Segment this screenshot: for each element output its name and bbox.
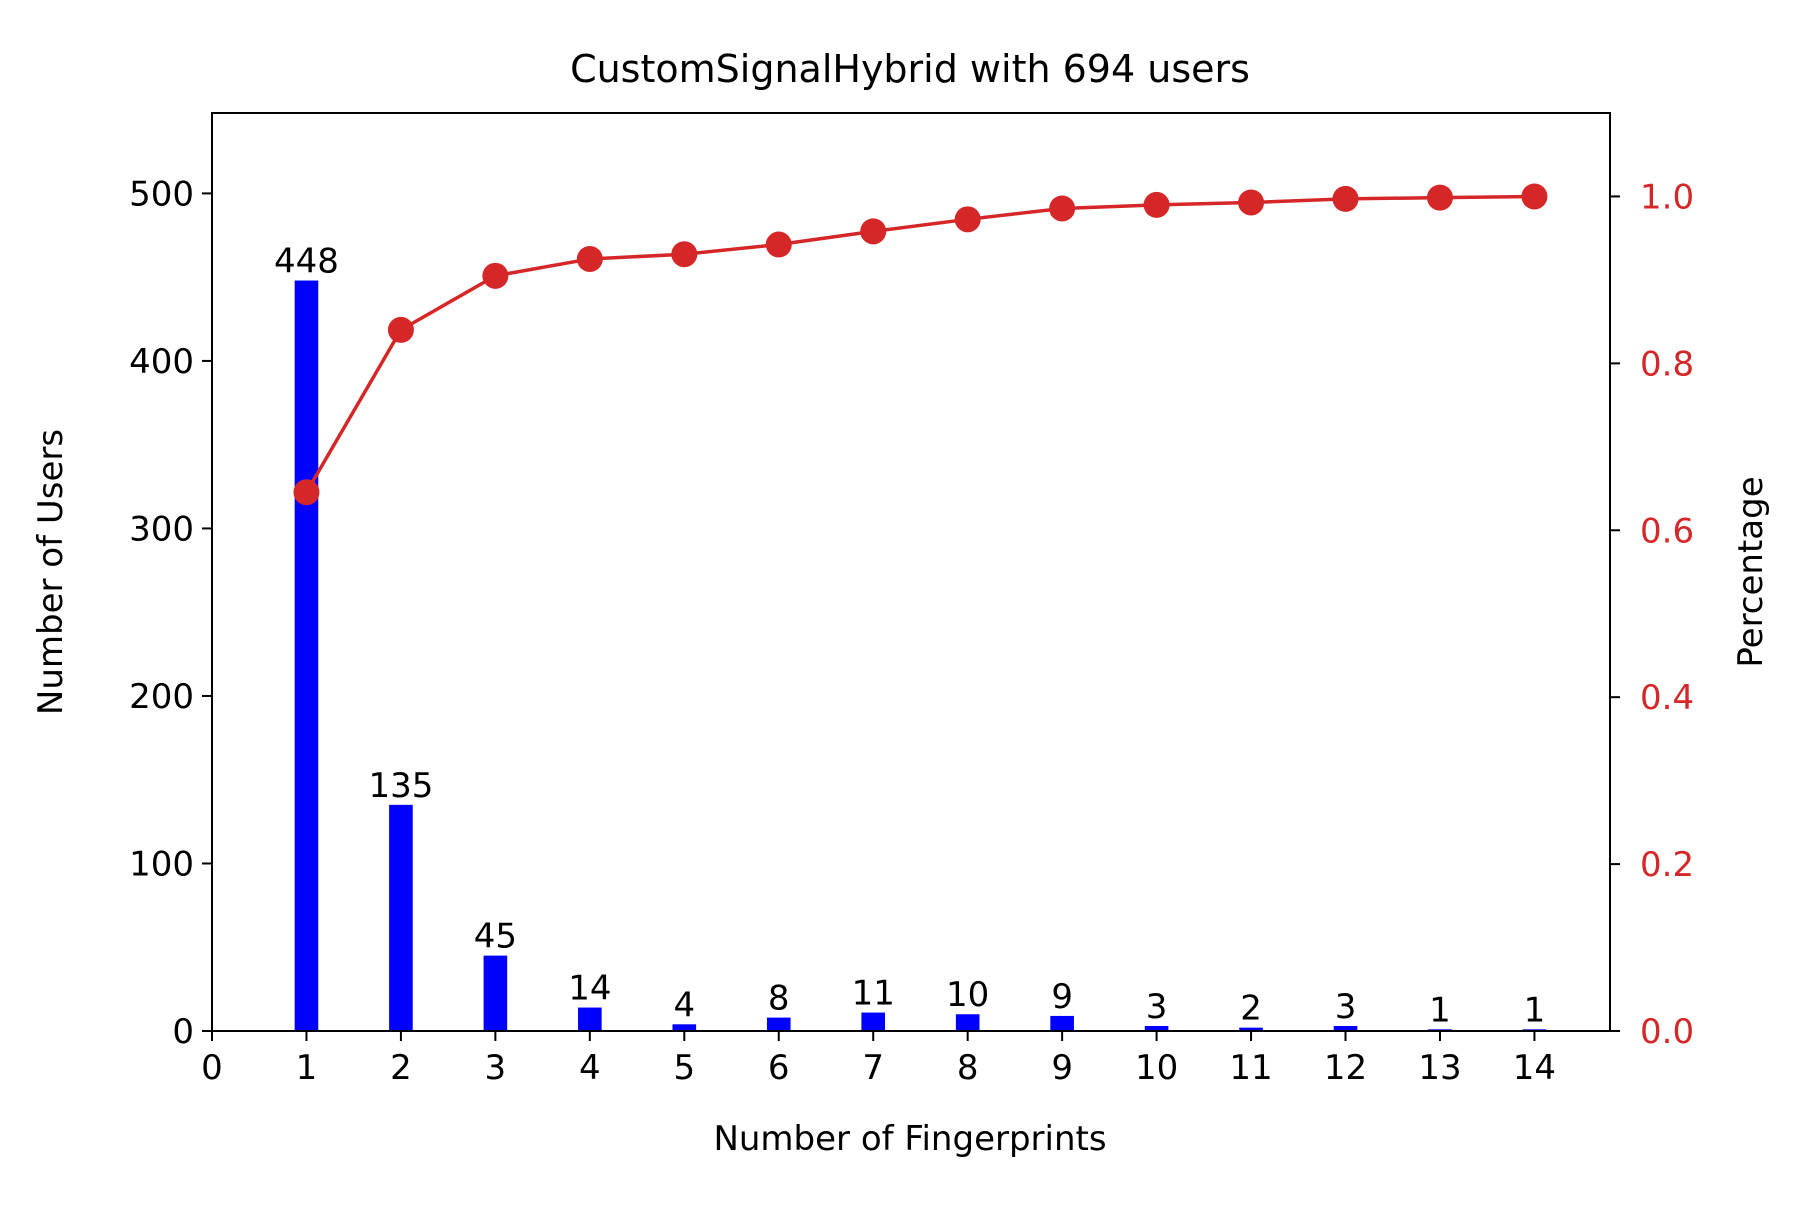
y2-tick-label: 0.0 bbox=[1640, 1012, 1694, 1052]
x-tick-label: 5 bbox=[673, 1048, 695, 1088]
bar bbox=[1333, 1025, 1358, 1031]
bar-value-label: 1 bbox=[1429, 990, 1451, 1030]
bar bbox=[1144, 1025, 1169, 1031]
axes-layer bbox=[211, 112, 1611, 1032]
cumulative-point bbox=[1521, 183, 1548, 210]
x-tick-label: 0 bbox=[201, 1048, 223, 1088]
cumulative-point bbox=[576, 245, 603, 272]
bar bbox=[861, 1012, 886, 1031]
cumulative-point bbox=[1049, 195, 1076, 222]
bar-value-label: 4 bbox=[673, 985, 695, 1025]
y2-tick-label: 0.8 bbox=[1640, 344, 1694, 384]
y-tick-label: 100 bbox=[129, 844, 194, 884]
x-tick-label: 4 bbox=[579, 1048, 601, 1088]
y2-axis-title: Percentage bbox=[1731, 476, 1771, 667]
y2-tick-label: 0.6 bbox=[1640, 511, 1694, 551]
bar-value-label: 135 bbox=[368, 766, 433, 806]
x-tick-label: 11 bbox=[1229, 1048, 1272, 1088]
cumulative-point bbox=[1143, 191, 1170, 218]
cumulative-point bbox=[1238, 189, 1265, 216]
bar-value-label: 45 bbox=[474, 917, 517, 957]
cumulative-line bbox=[304, 194, 1535, 494]
bar-value-label: 2 bbox=[1240, 989, 1262, 1029]
x-tick-label: 14 bbox=[1513, 1048, 1556, 1088]
cumulative-point bbox=[765, 231, 792, 258]
y-tick-label: 400 bbox=[129, 342, 194, 382]
x-tick-label: 6 bbox=[768, 1048, 790, 1088]
x-axis-title: Number of Fingerprints bbox=[713, 1119, 1106, 1159]
bar-value-label: 14 bbox=[568, 969, 611, 1009]
bar bbox=[672, 1024, 697, 1031]
y2-tick-label: 0.2 bbox=[1640, 845, 1694, 885]
y2-tick-label: 1.0 bbox=[1640, 177, 1694, 217]
x-tick-label: 9 bbox=[1051, 1048, 1073, 1088]
x-tick-label: 13 bbox=[1418, 1048, 1461, 1088]
y-tick-label: 300 bbox=[129, 509, 194, 549]
y-tick-label: 500 bbox=[129, 174, 194, 214]
y-tick-label: 200 bbox=[129, 677, 194, 717]
cumulative-point bbox=[1426, 184, 1453, 211]
y2-tick-label: 0.4 bbox=[1640, 678, 1694, 718]
bar-value-label: 9 bbox=[1051, 977, 1073, 1017]
x-tick-label: 2 bbox=[390, 1048, 412, 1088]
bar-value-label: 10 bbox=[946, 975, 989, 1015]
x-tick-label: 1 bbox=[296, 1048, 318, 1088]
cumulative-point bbox=[954, 206, 981, 233]
chart-title: CustomSignalHybrid with 694 users bbox=[570, 47, 1250, 91]
bar bbox=[766, 1017, 791, 1031]
bar bbox=[294, 280, 319, 1031]
bar-value-label: 3 bbox=[1146, 987, 1168, 1027]
bar bbox=[389, 804, 413, 1031]
bar-value-label: 3 bbox=[1335, 987, 1357, 1027]
cumulative-point bbox=[671, 241, 698, 268]
cumulative-point bbox=[482, 262, 509, 289]
bar-value-label: 11 bbox=[852, 974, 895, 1014]
cumulative-point bbox=[1332, 185, 1359, 212]
x-tick-label: 12 bbox=[1324, 1048, 1367, 1088]
bar bbox=[955, 1014, 980, 1031]
cumulative-point bbox=[293, 479, 320, 506]
bar bbox=[578, 1007, 602, 1031]
y-tick-label: 0 bbox=[172, 1012, 194, 1052]
x-tick-label: 3 bbox=[485, 1048, 507, 1088]
cumulative-point bbox=[860, 218, 887, 245]
line-layer bbox=[293, 183, 1548, 506]
bar-value-label: 448 bbox=[274, 242, 339, 282]
plot-frame bbox=[211, 112, 1611, 1032]
cumulative-point bbox=[387, 316, 414, 343]
bar-value-label: 8 bbox=[768, 979, 790, 1019]
x-tick-label: 8 bbox=[957, 1048, 979, 1088]
bar bbox=[1050, 1015, 1074, 1031]
y-axis-title: Number of Users bbox=[31, 429, 71, 715]
bar-value-label: 1 bbox=[1524, 990, 1546, 1030]
x-tick-label: 10 bbox=[1135, 1048, 1178, 1088]
bar bbox=[483, 955, 508, 1031]
bar bbox=[1239, 1027, 1263, 1031]
x-tick-label: 7 bbox=[862, 1048, 884, 1088]
